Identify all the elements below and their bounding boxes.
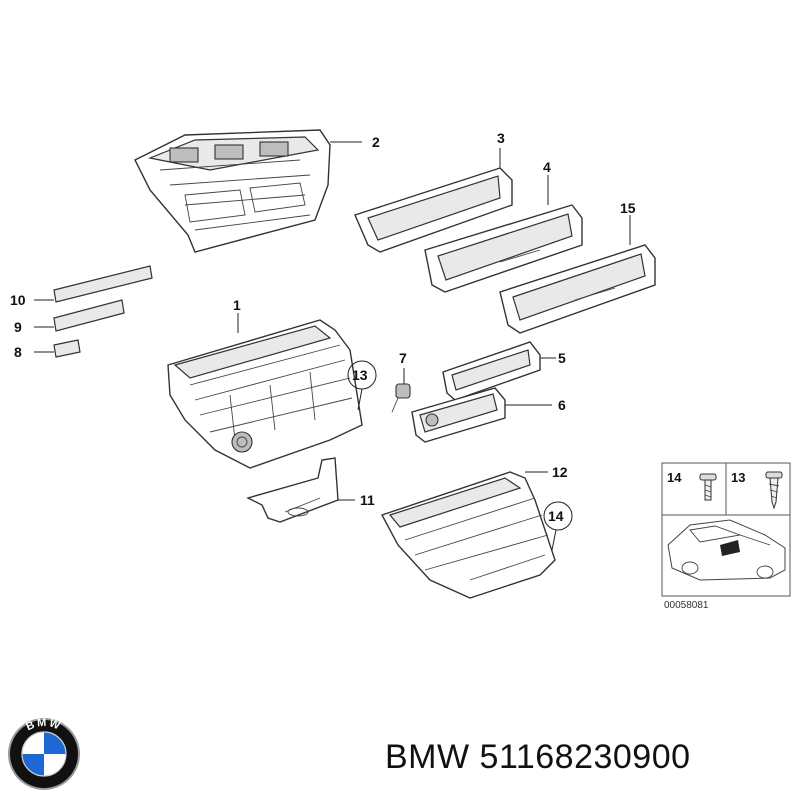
- part-7-clip: [391, 383, 411, 413]
- part-5-tray: [442, 341, 541, 401]
- part-10-strip: [53, 265, 153, 303]
- callout-10: 10: [10, 292, 26, 308]
- bmw-logo: BMW: [6, 716, 82, 792]
- screw-13-icon: [765, 471, 783, 510]
- callout-13: 13: [352, 367, 368, 383]
- part-number-caption: BMW 51168230900: [385, 738, 790, 788]
- callout-6: 6: [558, 397, 566, 413]
- caption-part-number: 51168230900: [479, 738, 691, 776]
- part-12-lower-housing: [380, 471, 556, 599]
- callout-12: 12: [552, 464, 568, 480]
- inset-box: 14 13 00058081: [661, 462, 791, 611]
- inset-label-13: 13: [731, 470, 745, 485]
- part-6-ashtray: [411, 387, 506, 443]
- part-11-bracket: [246, 457, 339, 523]
- logo-text: BMW: [24, 717, 61, 733]
- callout-1: 1: [233, 297, 241, 313]
- callout-11: 11: [360, 492, 375, 508]
- car-silhouette-icon: [667, 519, 786, 581]
- callout-2: 2: [372, 134, 380, 150]
- bmw-roundel-icon: BMW: [8, 717, 80, 790]
- diagram-code: 00058081: [664, 600, 709, 611]
- part-4-tray: [424, 204, 583, 293]
- svg-text:BMW: BMW: [24, 717, 63, 733]
- callout-14: 14: [548, 508, 564, 524]
- part-8-clip: [53, 339, 81, 358]
- screw-14-icon: [699, 473, 717, 501]
- callout-9: 9: [14, 319, 22, 335]
- part-15-tray: [499, 244, 656, 334]
- part-9-strip: [53, 299, 125, 332]
- callout-3: 3: [497, 130, 505, 146]
- part-1-console-housing: [167, 319, 363, 469]
- caption-brand: BMW: [385, 738, 470, 776]
- inset-label-14: 14: [667, 470, 682, 485]
- callout-7: 7: [399, 350, 407, 366]
- callout-4: 4: [543, 159, 551, 175]
- callout-8: 8: [14, 344, 22, 360]
- callout-14-circle: [543, 501, 573, 531]
- part-2-upper-frame: [134, 129, 331, 253]
- callout-5: 5: [558, 350, 566, 366]
- callout-15: 15: [620, 200, 636, 216]
